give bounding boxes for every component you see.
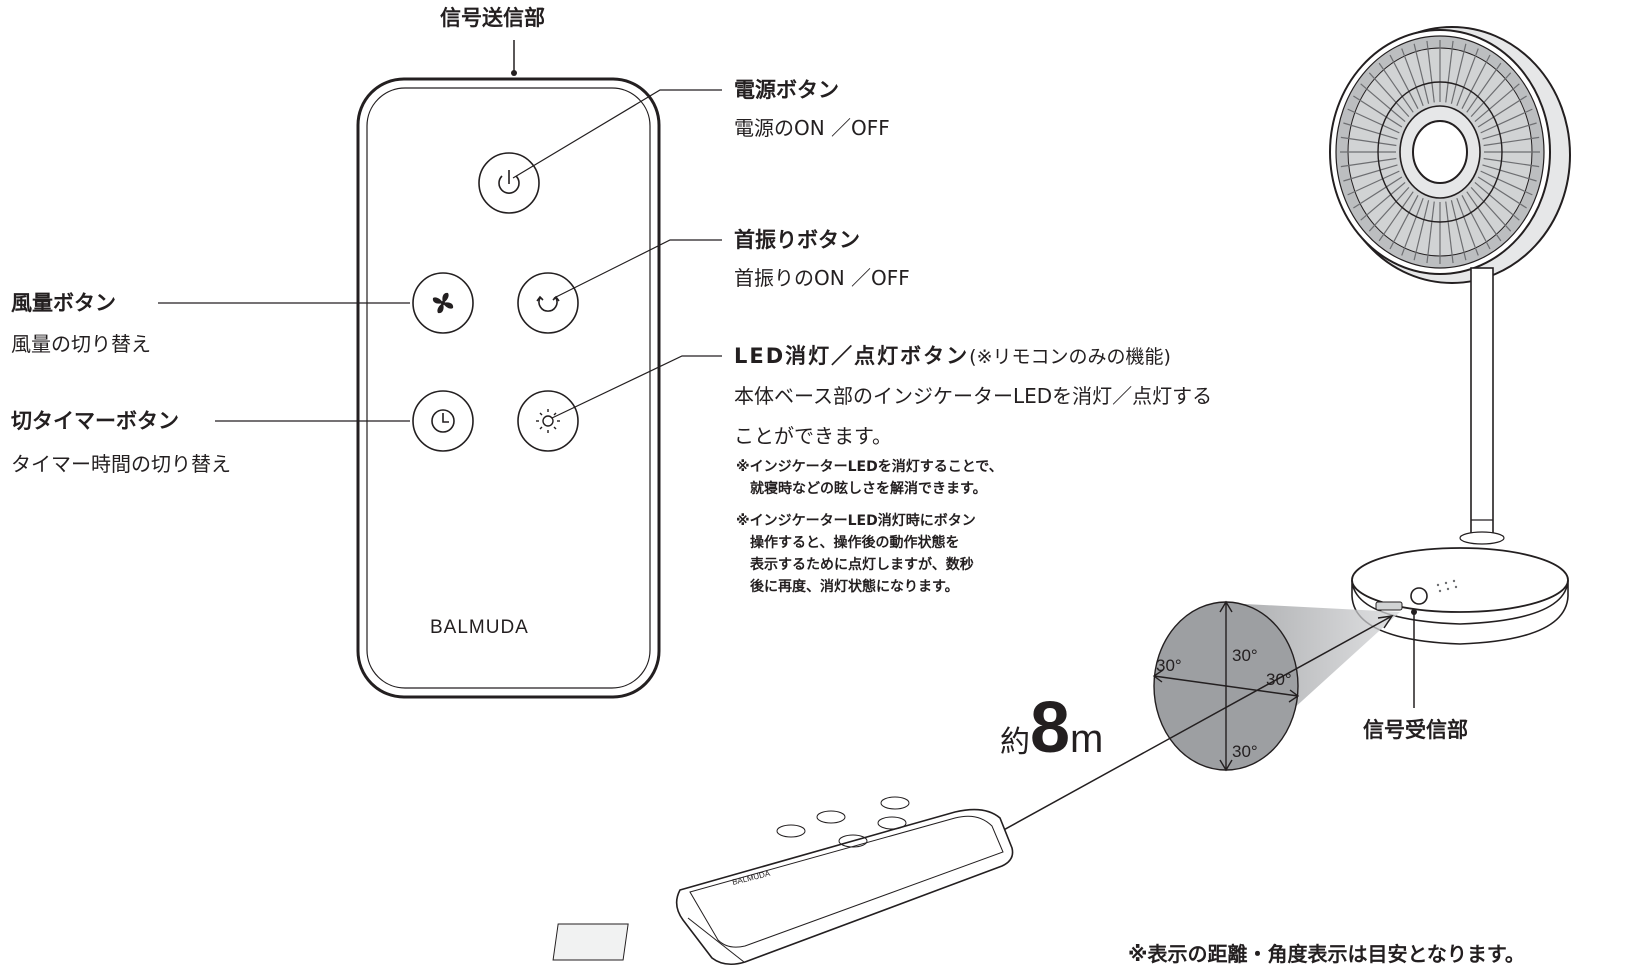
fan-guard-spoke — [1470, 186, 1512, 232]
fan-guard-spoke — [1474, 181, 1520, 221]
fan-guard-spoke — [1360, 83, 1406, 123]
led-button-desc-line2: ことができます。 — [734, 424, 892, 448]
fan-guard-spoke — [1353, 176, 1403, 209]
remote-control — [356, 77, 661, 699]
timer-button-title: 切タイマーボタン — [11, 409, 179, 433]
receiver-label: 信号受信部 — [1363, 718, 1468, 742]
fan-guard-spoke — [1483, 136, 1540, 147]
angle-bottom-label: 30° — [1232, 742, 1258, 761]
fan-guard-spoke — [1483, 157, 1540, 168]
led-note-1-line2: 就寝時などの眩しさを解消できます。 — [750, 481, 987, 497]
wind-button-desc: 風量の切り替え — [11, 332, 151, 356]
led-note-2-line3: 表示するために点灯しますが、数秒 — [750, 557, 974, 573]
fan-guard-spoke — [1360, 181, 1406, 221]
fan-guard-spoke — [1368, 186, 1410, 232]
fan-guard-spoke — [1343, 122, 1398, 140]
fan-guard-spoke — [1482, 164, 1537, 182]
fan-guard-spoke — [1456, 48, 1479, 107]
fan-guard-spoke — [1466, 62, 1502, 113]
fan-guard-spoke — [1450, 200, 1467, 261]
fan-guard-spoke — [1461, 54, 1491, 109]
power-button-title: 電源ボタン — [734, 78, 839, 102]
swing-button-desc: 首振りのON ／OFF — [734, 266, 910, 290]
footnote: ※表示の距離・角度表示は目安となります。 — [1128, 942, 1525, 966]
swing-button-title: 首振りボタン — [734, 228, 860, 252]
fan-guard-spoke — [1413, 43, 1430, 104]
fan-guard-spoke — [1347, 108, 1400, 134]
fan-guard-spoke — [1353, 95, 1403, 128]
signal-cone — [1152, 600, 1400, 772]
led-note-2-line4: 後に再度、消灯状態になります。 — [750, 579, 959, 595]
fan-guard-spoke — [1340, 157, 1397, 168]
fan-guard-spoke — [1445, 40, 1454, 103]
fan-guard-spoke — [1477, 95, 1527, 128]
fan-guard-spoke — [1378, 191, 1414, 242]
led-note-1: ※インジケーターLEDを消灯することで、 就寝時などの眩しさを解消できます。 — [736, 456, 1003, 500]
fan-guard-spoke — [1378, 62, 1414, 113]
fan-guard-spoke — [1343, 164, 1398, 182]
angle-right-label: 30° — [1266, 670, 1292, 689]
led-button-title: LED消灯／点灯ボタン(※リモコンのみの機能) — [734, 344, 1171, 369]
fan-guard-spoke — [1456, 197, 1479, 256]
wind-button-title: 風量ボタン — [11, 291, 116, 315]
led-note-1-line1: ※インジケーターLEDを消灯することで、 — [736, 459, 1003, 475]
timer-icon — [431, 409, 455, 433]
fan-guard-spoke — [1368, 72, 1410, 118]
led-note-2-line2: 操作すると、操作後の動作状態を — [750, 535, 960, 551]
fan-guard-spoke — [1401, 48, 1424, 107]
fan-illustration — [1329, 26, 1571, 645]
fan-guard-spoke — [1480, 108, 1533, 134]
distance-unit: m — [1070, 717, 1104, 761]
remote-brand-logo: BALMUDA — [430, 617, 529, 638]
fan-guard-spoke — [1470, 72, 1512, 118]
receiver-pointer — [1411, 609, 1417, 708]
angle-left-label: 30° — [1156, 656, 1182, 675]
led-note-2: ※インジケーターLED消灯時にボタン 操作すると、操作後の動作状態を 表示するた… — [736, 510, 976, 598]
power-button-desc: 電源のON ／OFF — [734, 116, 890, 140]
fan-guard-spoke — [1474, 83, 1520, 123]
distance-prefix: 約 — [1000, 725, 1030, 760]
fan-guard-spoke — [1480, 170, 1533, 196]
led-button-desc-line1: 本体ベース部のインジケーターLEDを消灯／点灯する — [734, 384, 1213, 408]
fan-guard-spoke — [1466, 191, 1502, 242]
fan-guard-spoke — [1450, 43, 1467, 104]
timer-button[interactable] — [412, 390, 474, 452]
fan-guard-spoke — [1426, 40, 1435, 103]
remote-perspective: BALMUDA — [552, 796, 1014, 966]
distance-label: 約8m — [1000, 692, 1103, 764]
power-button[interactable] — [478, 152, 540, 214]
fan-guard-spoke — [1340, 136, 1397, 147]
led-button-subtitle: (※リモコンのみの機能) — [969, 346, 1171, 368]
fan-guard-spoke — [1389, 54, 1419, 109]
fan-guard-spoke — [1413, 200, 1430, 261]
fan-guard-spoke — [1477, 176, 1527, 209]
distance-value: 8 — [1030, 688, 1071, 768]
power-icon — [498, 170, 520, 194]
fan-guard-spoke — [1482, 122, 1537, 140]
wind-button[interactable] — [412, 272, 474, 334]
leader-lines — [158, 89, 722, 422]
angle-top-label: 30° — [1232, 646, 1258, 665]
fan-guard-spoke — [1401, 197, 1424, 256]
fan-guard-spoke — [1461, 195, 1491, 250]
led-note-2-line1: ※インジケーターLED消灯時にボタン — [736, 513, 976, 529]
led-button-title-text: LED消灯／点灯ボタン — [734, 344, 970, 368]
sun-icon — [536, 409, 560, 433]
timer-button-desc: タイマー時間の切り替え — [11, 452, 231, 476]
swing-button[interactable] — [517, 272, 579, 334]
fan-guard-spoke — [1426, 201, 1435, 264]
transmitter-pointer — [511, 40, 517, 76]
led-button[interactable] — [517, 390, 579, 452]
fan-guard-spoke — [1445, 201, 1454, 264]
fan-icon — [432, 292, 454, 314]
fan-guard-spoke — [1347, 170, 1400, 196]
fan-guard-spoke — [1389, 195, 1419, 250]
transmitter-label: 信号送信部 — [440, 6, 545, 30]
